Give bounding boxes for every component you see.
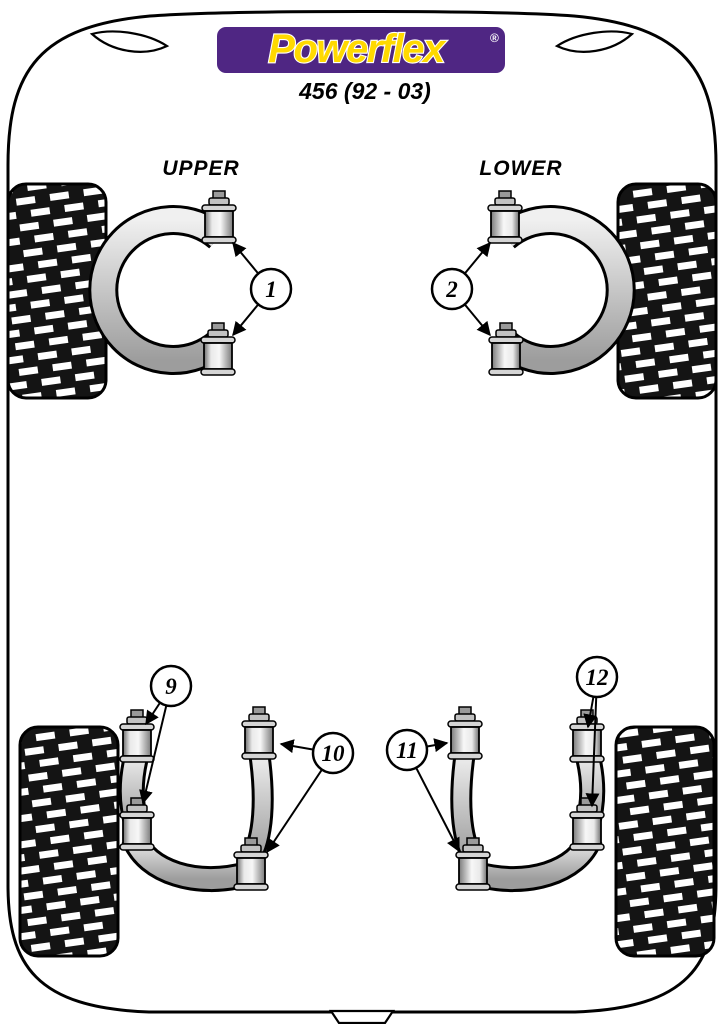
lower-label: LOWER xyxy=(479,157,562,180)
tire-rear-left xyxy=(18,725,120,958)
callout-1: 1 xyxy=(232,241,293,337)
callout-number: 1 xyxy=(265,277,277,302)
rear-centre-tab xyxy=(328,1009,396,1024)
callout-circle xyxy=(249,267,293,311)
callout-circle xyxy=(149,664,193,708)
callout-circle xyxy=(430,267,474,311)
callout-number: 11 xyxy=(396,738,418,763)
callout-12: 12 xyxy=(575,655,619,808)
callout-10: 10 xyxy=(266,731,355,854)
callout-2: 2 xyxy=(430,241,491,337)
callout-circle xyxy=(311,731,355,775)
car-body-outline xyxy=(6,10,718,1014)
callout-number: 10 xyxy=(322,741,346,766)
logo-text: Powerflex xyxy=(268,27,447,71)
tire-rear-right xyxy=(614,725,716,958)
callout-number: 12 xyxy=(586,665,609,690)
logo-background xyxy=(217,27,505,73)
callout-circle xyxy=(575,655,619,699)
registered-mark: ® xyxy=(490,31,499,45)
callout-number: 2 xyxy=(445,277,458,302)
cowl-vent-left-icon xyxy=(89,30,170,53)
callout-number: 9 xyxy=(165,674,177,699)
powerflex-logo: Powerflex ® xyxy=(217,26,505,73)
callout-9: 9 xyxy=(139,664,193,805)
cowl-vent-right-icon xyxy=(554,30,635,53)
upper-label: UPPER xyxy=(162,157,239,180)
model-title: 456 (92 - 03) xyxy=(298,78,431,104)
callout-11: 11 xyxy=(385,728,460,853)
callout-circle xyxy=(385,728,429,772)
